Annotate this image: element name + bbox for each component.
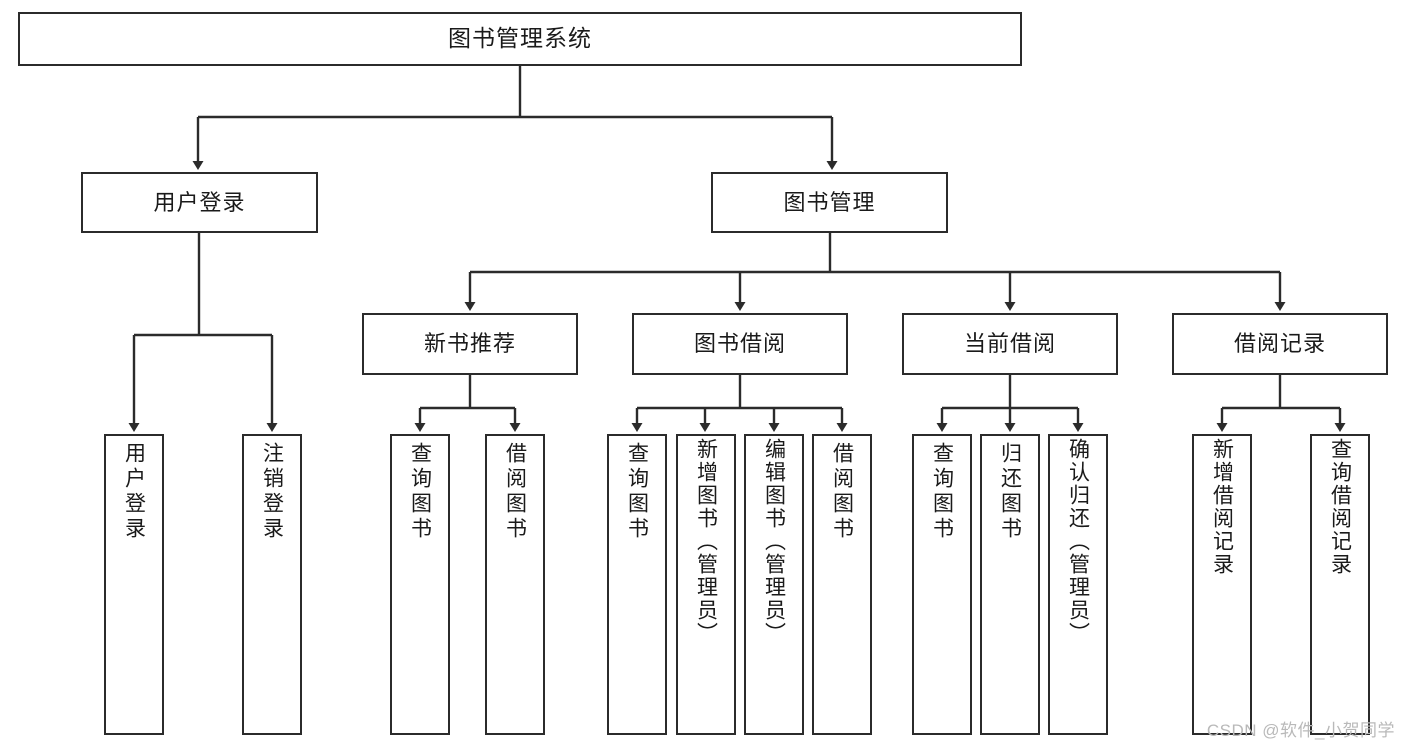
leaf-book-borrow-query[interactable]: 查询图书 [607, 434, 667, 735]
leaf-borrow-record-query-label: 查询借阅记录 [1328, 438, 1352, 576]
leaf-book-borrow-query-label: 查询图书 [625, 442, 649, 542]
leaf-new-book-borrow-label: 借阅图书 [503, 442, 527, 542]
node-user-login[interactable]: 用户登录 [81, 172, 318, 233]
node-book-management-label: 图书管理 [783, 189, 876, 215]
node-current-borrow[interactable]: 当前借阅 [902, 313, 1118, 375]
leaf-user-login-signin[interactable]: 用户登录 [104, 434, 164, 735]
csdn-watermark: CSDN @软件_小贺同学 [1206, 721, 1395, 740]
leaf-book-borrow-edit-label: 编辑图书（管理员） [762, 438, 786, 645]
leaf-user-login-signin-label: 用户登录 [122, 442, 146, 542]
leaf-book-borrow-edit[interactable]: 编辑图书（管理员） [744, 434, 804, 735]
leaf-current-borrow-return[interactable]: 归还图书 [980, 434, 1040, 735]
node-borrow-record[interactable]: 借阅记录 [1172, 313, 1388, 375]
leaf-current-borrow-query[interactable]: 查询图书 [912, 434, 972, 735]
leaf-borrow-record-add-label: 新增借阅记录 [1210, 438, 1234, 576]
node-book-management[interactable]: 图书管理 [711, 172, 948, 233]
leaf-book-borrow-add[interactable]: 新增图书（管理员） [676, 434, 736, 735]
leaf-current-borrow-confirm-return-label: 确认归还（管理员） [1066, 438, 1090, 645]
leaf-user-login-signout-label: 注销登录 [260, 442, 284, 542]
node-root-label: 图书管理系统 [448, 25, 592, 52]
node-book-borrow-label: 图书借阅 [693, 331, 786, 357]
node-borrow-record-label: 借阅记录 [1233, 331, 1326, 357]
leaf-current-borrow-return-label: 归还图书 [998, 442, 1022, 542]
leaf-new-book-query[interactable]: 查询图书 [390, 434, 450, 735]
node-current-borrow-label: 当前借阅 [963, 331, 1056, 357]
leaf-book-borrow-borrow-label: 借阅图书 [830, 442, 854, 542]
leaf-new-book-borrow[interactable]: 借阅图书 [485, 434, 545, 735]
node-book-borrow[interactable]: 图书借阅 [632, 313, 848, 375]
leaf-new-book-query-label: 查询图书 [408, 442, 432, 542]
node-user-login-label: 用户登录 [153, 189, 246, 215]
node-new-book-recommend-label: 新书推荐 [423, 331, 516, 357]
leaf-current-borrow-query-label: 查询图书 [930, 442, 954, 542]
leaf-borrow-record-query[interactable]: 查询借阅记录 [1310, 434, 1370, 735]
leaf-book-borrow-borrow[interactable]: 借阅图书 [812, 434, 872, 735]
leaf-current-borrow-confirm-return[interactable]: 确认归还（管理员） [1048, 434, 1108, 735]
leaf-borrow-record-add[interactable]: 新增借阅记录 [1192, 434, 1252, 735]
node-root[interactable]: 图书管理系统 [18, 12, 1022, 66]
leaf-book-borrow-add-label: 新增图书（管理员） [694, 438, 718, 645]
leaf-user-login-signout[interactable]: 注销登录 [242, 434, 302, 735]
node-new-book-recommend[interactable]: 新书推荐 [362, 313, 578, 375]
